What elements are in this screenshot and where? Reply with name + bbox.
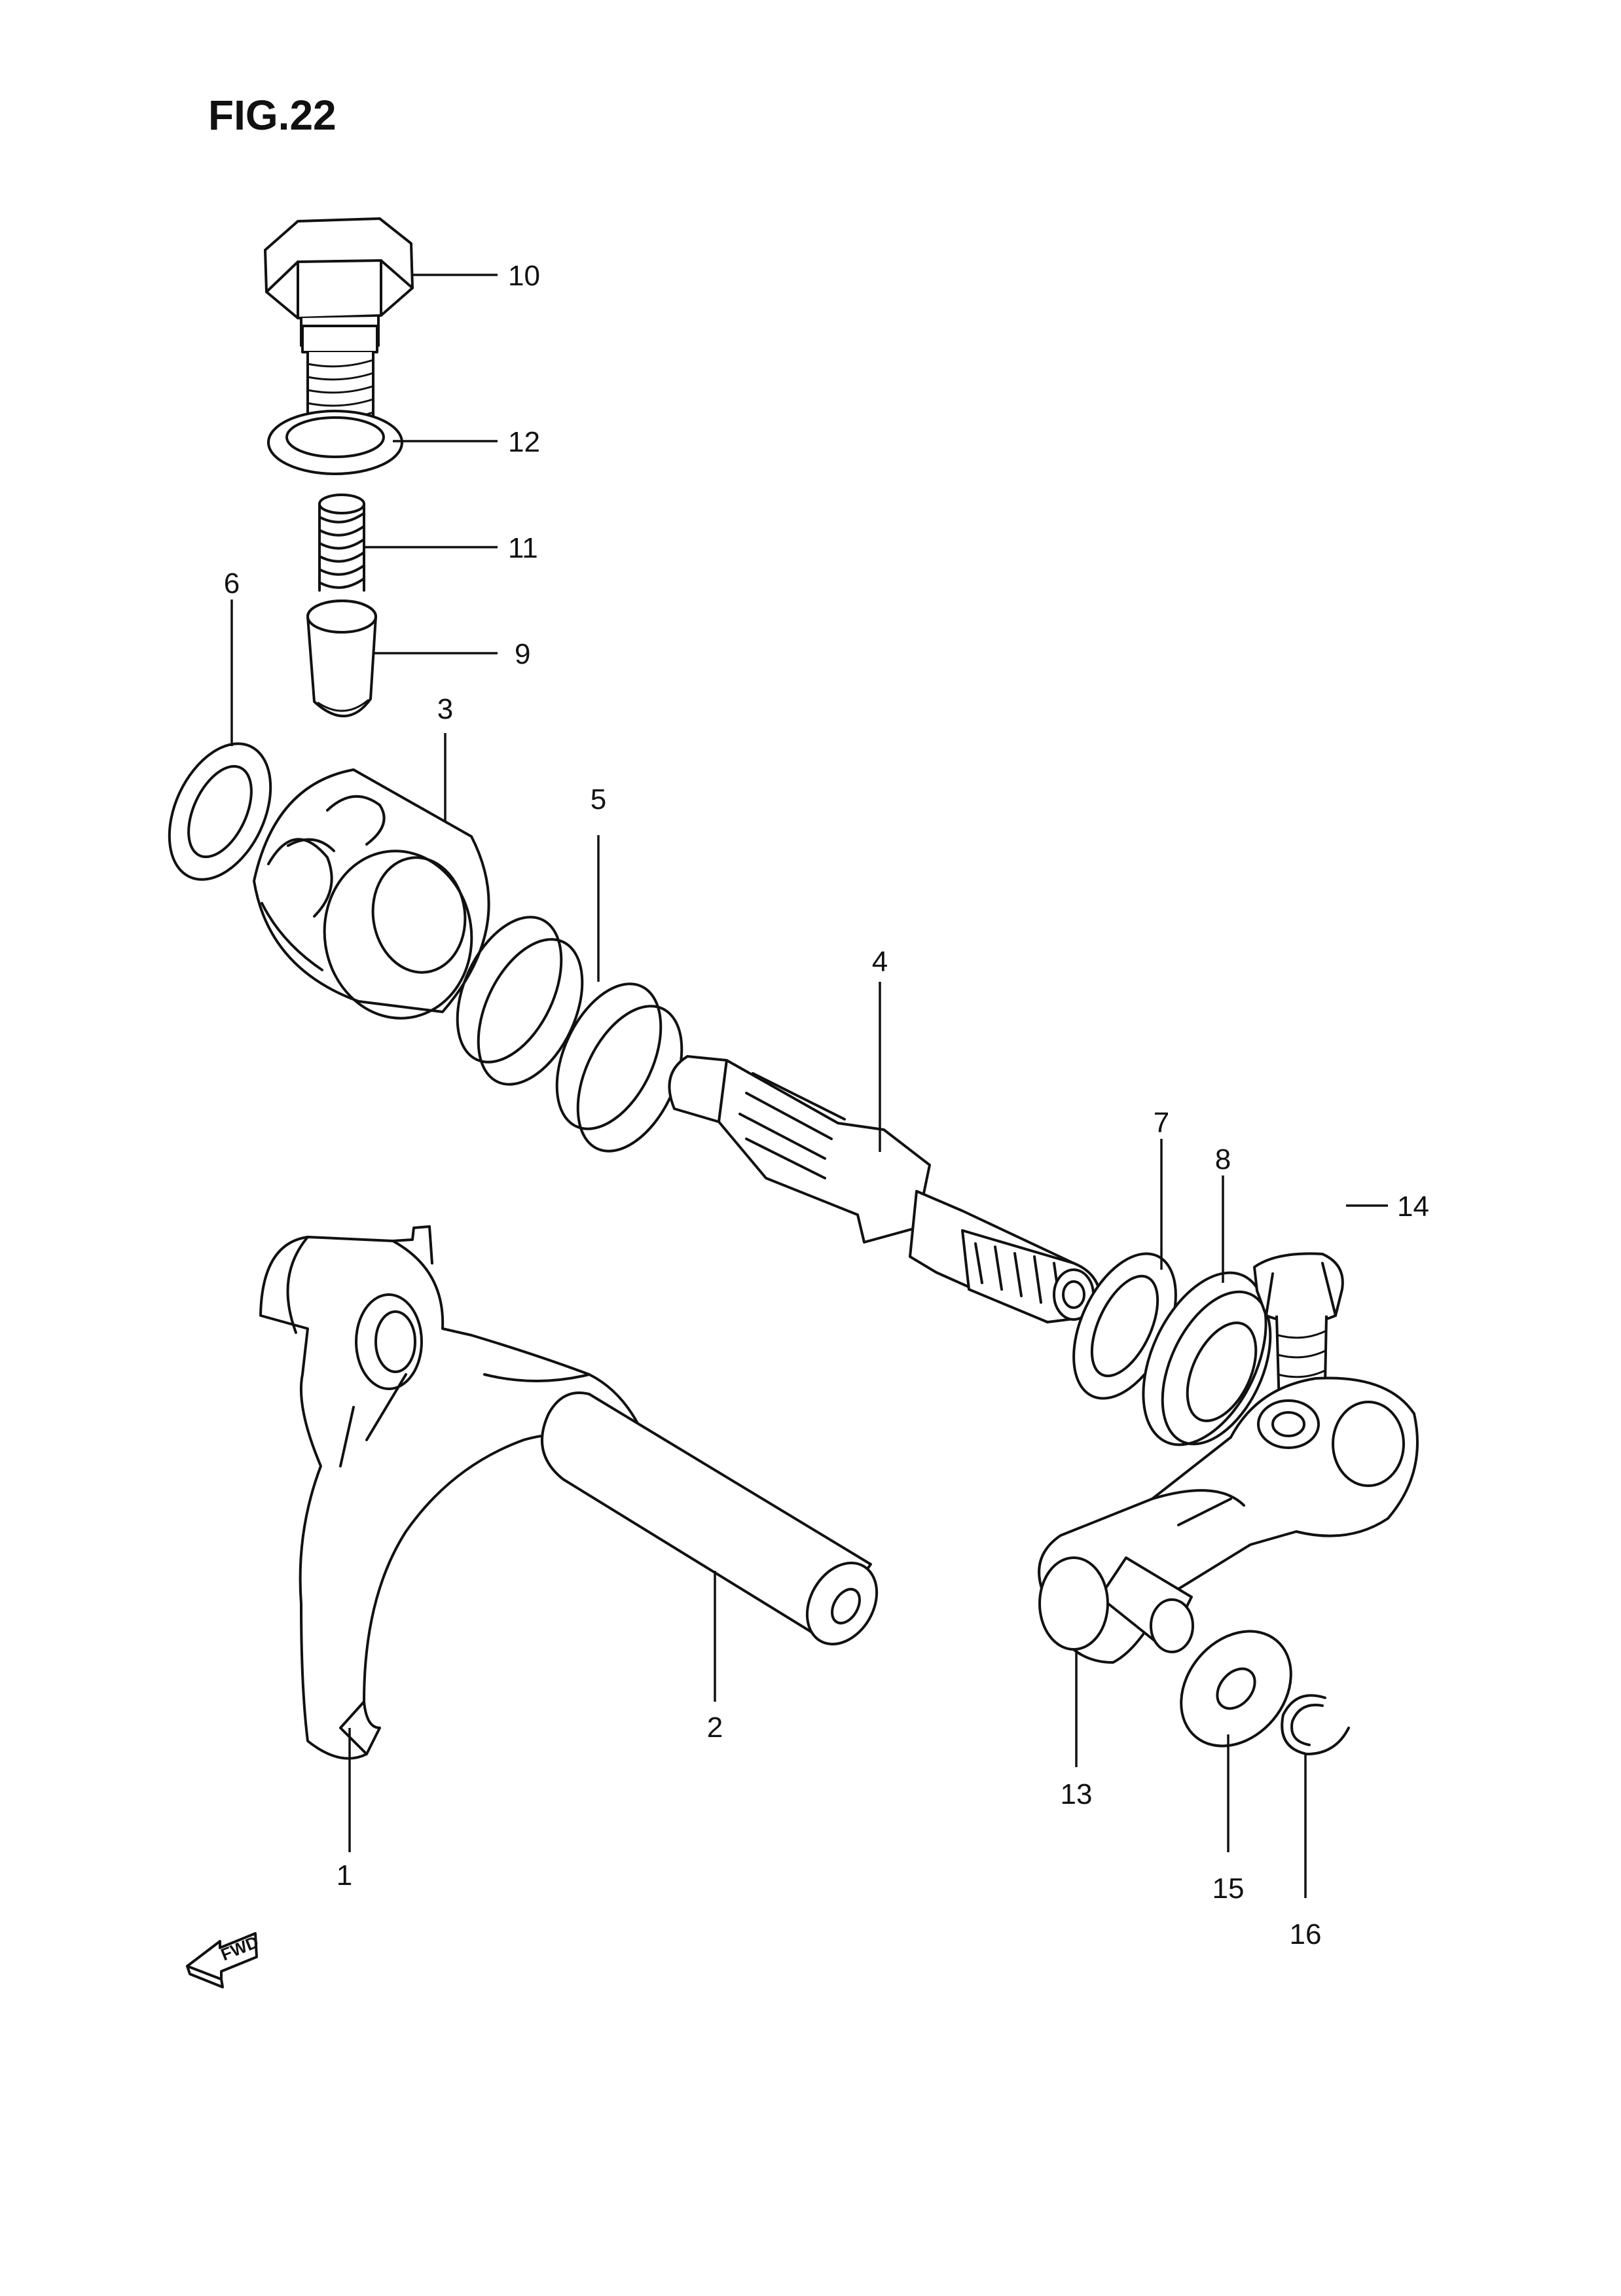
callout-labels: 1 2 3 4 5 6 7 8 9 10 11 12 13 14 15 16 — [224, 260, 1429, 1950]
callout-3: 3 — [437, 693, 453, 725]
part-1-shift-fork — [259, 1225, 649, 1760]
callout-2: 2 — [707, 1712, 723, 1744]
callout-11: 11 — [508, 532, 538, 564]
part-11-spring — [318, 493, 365, 592]
part-12-washer — [267, 410, 403, 475]
leader-lines — [230, 274, 1388, 1898]
callout-16: 16 — [1290, 1918, 1322, 1950]
part-9-pin — [306, 600, 377, 717]
callout-6: 6 — [224, 567, 240, 600]
part-16-e-clip — [1281, 1694, 1350, 1755]
part-6-washer — [168, 742, 272, 881]
callout-12: 12 — [508, 426, 540, 458]
callout-7: 7 — [1154, 1107, 1169, 1139]
callout-14: 14 — [1397, 1191, 1429, 1223]
callout-5: 5 — [591, 783, 606, 816]
callout-9: 9 — [515, 638, 530, 670]
part-3-cam-drum — [253, 768, 490, 1020]
callout-15: 15 — [1212, 1873, 1245, 1905]
callout-4: 4 — [872, 946, 888, 978]
part-13-shift-arm — [1038, 1376, 1419, 1664]
part-8-oil-seal — [1142, 1271, 1272, 1446]
figure-title: FIG.22 — [208, 92, 337, 139]
part-15-washer — [1180, 1630, 1292, 1748]
part-2-shaft — [540, 1391, 879, 1645]
callout-8: 8 — [1215, 1143, 1231, 1175]
callout-1: 1 — [337, 1859, 352, 1892]
callout-13: 13 — [1061, 1778, 1093, 1810]
part-4-shift-shaft — [668, 1055, 1102, 1323]
fwd-direction-marker: FWD — [186, 1932, 261, 1988]
part-5-springs — [456, 916, 683, 1153]
callout-10: 10 — [508, 260, 540, 292]
